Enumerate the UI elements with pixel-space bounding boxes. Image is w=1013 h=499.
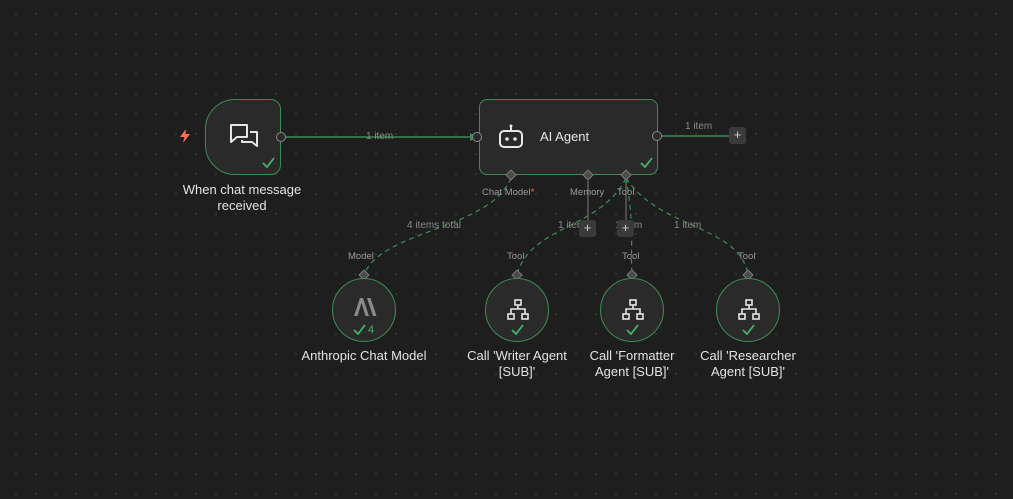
sitemap-icon [738,299,760,320]
success-check-icon [640,157,653,168]
anthropic-chat-model-title: Anthropic Chat Model [301,348,427,363]
success-check-icon [511,324,524,335]
researcher-handle-label: Tool [738,251,756,262]
success-check-icon [262,157,275,168]
formatter-handle-label: Tool [622,251,640,262]
edge-label-model: 4 items total [407,220,461,231]
researcher-agent-node[interactable] [716,278,780,342]
success-check-icon [626,324,639,335]
tool-handle-label: Tool [617,187,635,198]
sitemap-icon [622,299,644,320]
ai-agent-output-port[interactable] [652,131,662,141]
success-check-icon [353,324,366,335]
trigger-output-port[interactable] [276,132,286,142]
edge-label-tool-3: 1 item [674,220,702,231]
edge-label-main-1: 1 item [366,131,394,142]
trigger-node[interactable] [205,99,281,175]
writer-agent-title: Call 'Writer Agent [SUB]' [467,348,567,379]
add-tool-button[interactable]: + [617,220,634,237]
model-handle-label: Model [348,251,374,262]
trigger-bolt-icon [180,129,190,143]
formatter-agent-title: Call 'Formatter Agent [SUB]' [589,348,675,379]
trigger-node-title: When chat message received [182,182,302,213]
sitemap-icon [507,299,529,320]
ai-agent-title: AI Agent [540,129,590,144]
memory-handle-label: Memory [570,187,605,198]
writer-handle-label: Tool [507,251,525,262]
chat-model-handle-label: Chat Model* [482,187,535,198]
writer-agent-node[interactable] [485,278,549,342]
edge-label-main-2: 1 item [685,121,713,132]
edge-tool-researcher [625,177,749,276]
edge-model [363,177,512,276]
ai-agent-node[interactable]: AI Agent [479,99,658,175]
chat-bubbles-icon [230,124,258,147]
add-node-button[interactable]: + [729,127,746,144]
formatter-agent-node[interactable] [600,278,664,342]
anthropic-chat-model-node[interactable]: 4 [332,278,396,342]
add-memory-button[interactable]: + [579,220,596,237]
success-check-icon [742,324,755,335]
anthropic-logo-icon [354,298,377,316]
edge-label-tool-1: 1 item [558,220,586,231]
edge-tool-writer [516,177,627,276]
ai-agent-input-port[interactable] [472,132,482,142]
robot-icon [499,124,523,148]
run-count: 4 [368,324,375,336]
researcher-agent-title: Call 'Researcher Agent [SUB]' [700,348,796,379]
